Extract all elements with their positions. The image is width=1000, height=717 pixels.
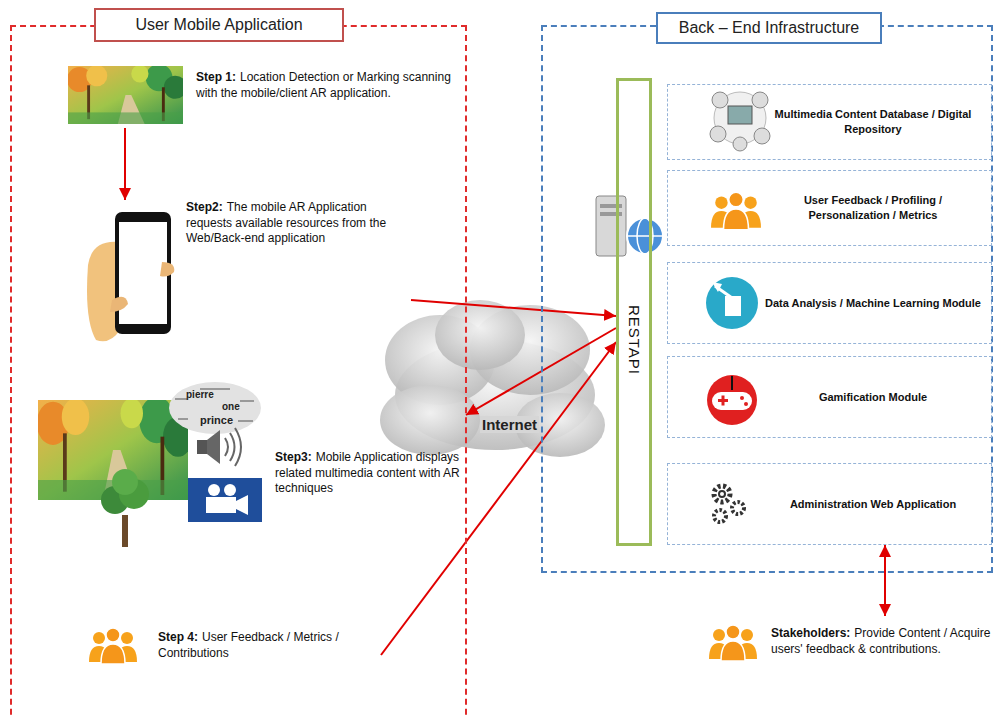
flow-arrow — [381, 342, 616, 655]
module-box: Administration Web Application — [667, 463, 992, 545]
module-label: Administration Web Application — [790, 497, 956, 512]
step-item: Step 1:Location Detection or Marking sca… — [60, 62, 461, 128]
users-icon — [711, 192, 761, 229]
region-title: User Mobile Application — [94, 8, 344, 42]
gears-icon — [714, 486, 744, 522]
rest-api-bar: RESTAPI — [616, 78, 652, 546]
module-box: Data Analysis / Machine Learning Module — [667, 262, 992, 344]
step-item: Step 4:User Feedback / Metrics / Contrib… — [85, 622, 381, 672]
module-label: Multimedia Content Database / Digital Re… — [763, 107, 983, 137]
machine-learning-icon — [706, 277, 758, 329]
step-text: Step2:The mobile AR Application requests… — [186, 200, 411, 247]
region-title: Back – End Infrastructure — [656, 12, 882, 44]
step-text: Step 1:Location Detection or Marking sca… — [196, 62, 461, 101]
module-label: Gamification Module — [819, 390, 927, 405]
step-text: Step 4:User Feedback / Metrics / Contrib… — [158, 622, 381, 661]
network-label: Internet — [480, 416, 539, 433]
ar-content-illustration — [37, 382, 262, 547]
landscape-image — [67, 64, 187, 124]
flow-arrow — [884, 545, 886, 616]
users-icon — [89, 628, 137, 664]
module-label: User Feedback / Profiling / Personalizat… — [763, 193, 983, 223]
step-text: Stakeholders:Provide Content / Acquire u… — [771, 616, 999, 657]
stakeholders-item: Stakeholders:Provide Content / Acquire u… — [705, 616, 999, 672]
internet-cloud — [380, 300, 605, 457]
stakeholders-icon — [709, 625, 757, 661]
word-cloud-word: pierre — [186, 389, 214, 400]
step-text: Step3:Mobile Application displays relate… — [275, 380, 466, 497]
step-label: Step2: — [186, 200, 223, 214]
step-label: Step 1: — [196, 70, 236, 84]
module-label: Data Analysis / Machine Learning Module — [765, 296, 981, 311]
phone-in-hand — [87, 212, 174, 341]
flow-arrow — [411, 300, 616, 316]
app-region: User Mobile ApplicationStep 1:Location D… — [10, 25, 467, 717]
server-icon — [596, 196, 663, 256]
module-box: User Feedback / Profiling / Personalizat… — [667, 170, 992, 246]
api-label: RESTAPI — [626, 305, 643, 375]
multimedia-icon — [710, 92, 770, 151]
step-label: Step3: — [275, 450, 312, 464]
gamification-icon — [707, 375, 757, 425]
step-item: Step2:The mobile AR Application requests… — [78, 200, 411, 338]
step-item: Step3:Mobile Application displays relate… — [35, 380, 466, 535]
flow-arrow — [124, 128, 126, 200]
step-label: Step 4: — [158, 630, 198, 644]
word-cloud-word: one — [222, 401, 240, 412]
step-label: Stakeholders: — [771, 626, 850, 640]
module-box: Gamification Module — [667, 356, 992, 438]
module-box: Multimedia Content Database / Digital Re… — [667, 84, 992, 160]
backend-region: Back – End InfrastructureRESTAPIMultimed… — [541, 25, 993, 573]
word-cloud-word: prince — [200, 414, 233, 426]
